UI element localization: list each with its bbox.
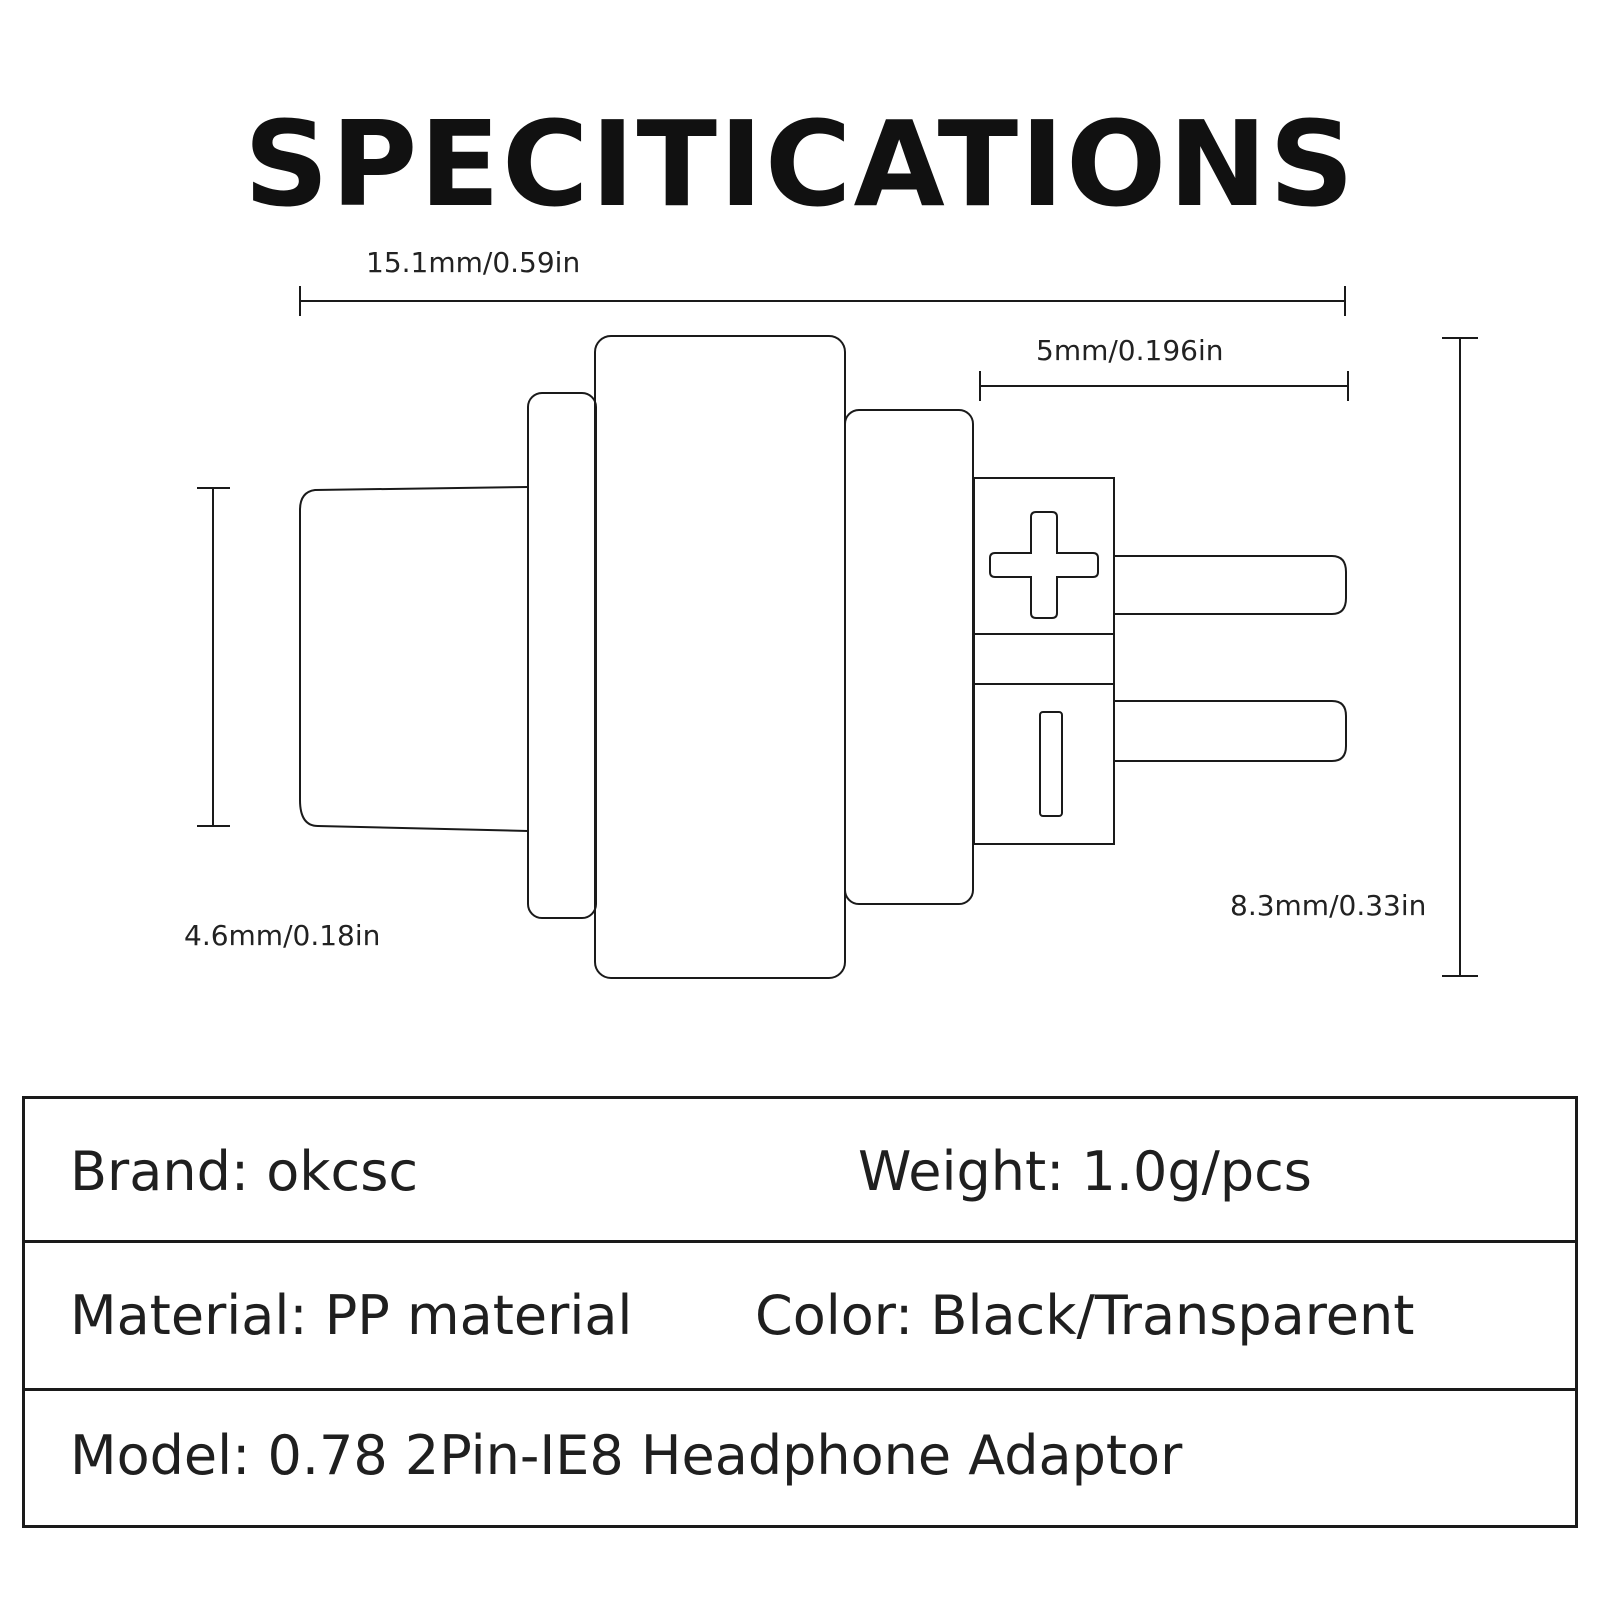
weight-value: Weight: 1.0g/pcs	[858, 1140, 1312, 1203]
spec-row-brand-weight: Brand: okcsc Weight: 1.0g/pcs	[25, 1099, 1575, 1243]
left-collar	[527, 392, 597, 919]
pin-separator	[973, 633, 1115, 685]
pin-length-label: 5mm/0.196in	[1036, 334, 1223, 367]
right-collar	[844, 409, 974, 905]
total-length-dimension-line	[299, 286, 1346, 316]
page-title: SPECITICATIONS	[243, 95, 1357, 233]
negative-pin	[1114, 700, 1347, 762]
positive-pin	[1114, 555, 1347, 615]
height-dimension-line	[1442, 337, 1478, 977]
minus-icon	[1039, 711, 1063, 817]
color-value: Color: Black/Transparent	[755, 1284, 1415, 1347]
plug-diameter-label: 4.6mm/0.18in	[184, 919, 380, 952]
spec-table: Brand: okcsc Weight: 1.0g/pcs Material: …	[22, 1096, 1578, 1528]
model-value: Model: 0.78 2Pin-IE8 Headphone Adaptor	[70, 1424, 1183, 1487]
main-housing	[594, 335, 846, 979]
plug-diameter-dimension-line	[197, 487, 230, 827]
plus-icon	[989, 511, 1099, 619]
plug-body	[299, 486, 529, 832]
height-label: 8.3mm/0.33in	[1230, 889, 1426, 922]
brand-value: Brand: okcsc	[70, 1140, 419, 1203]
negative-pin-block	[973, 683, 1115, 845]
pin-length-dimension-line	[979, 371, 1349, 401]
spec-row-model: Model: 0.78 2Pin-IE8 Headphone Adaptor	[25, 1391, 1575, 1528]
positive-pin-block	[973, 477, 1115, 635]
spec-row-material-color: Material: PP material Color: Black/Trans…	[25, 1243, 1575, 1391]
adapter-diagram: 15.1mm/0.59in 5mm/0.196in 8.3mm/0.33in 4…	[184, 246, 1478, 979]
total-length-label: 15.1mm/0.59in	[366, 246, 580, 279]
material-value: Material: PP material	[70, 1284, 633, 1347]
